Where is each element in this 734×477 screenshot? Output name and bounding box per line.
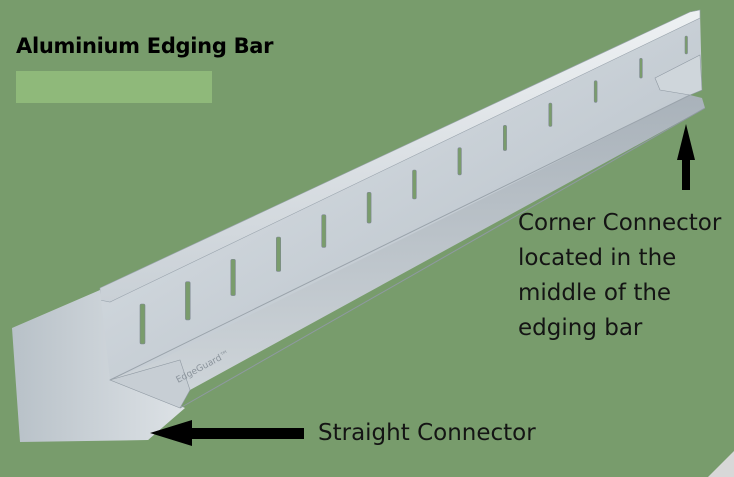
bar-slots (139, 35, 688, 345)
bar-slot (639, 57, 643, 79)
bar-slot (230, 258, 236, 296)
title-color-bar (16, 71, 212, 103)
bar-slot (502, 125, 507, 151)
corner-connector-label-line: edging bar (518, 315, 643, 341)
page-corner-fold (708, 451, 734, 477)
bar-slot (275, 236, 281, 272)
corner-connector-plate (654, 54, 703, 96)
bar-floor (20, 95, 705, 440)
bar-slot (366, 192, 372, 224)
corner-connector-label-line: located in the (518, 245, 677, 271)
straight-connector-plate (109, 359, 191, 409)
page-title: Aluminium Edging Bar (16, 34, 274, 58)
corner-connector-label-line: Corner Connector (518, 210, 722, 236)
bar-slot (321, 214, 327, 248)
arrow-left-icon (150, 420, 304, 446)
bar-slot (139, 303, 146, 345)
bar-slot (684, 35, 688, 55)
bar-slot (412, 169, 417, 200)
arrow-up-icon (677, 124, 695, 190)
bar-slot (185, 281, 191, 321)
bar-slot (457, 147, 462, 176)
corner-connector-label-line: middle of the (518, 280, 672, 306)
bar-end-flange (12, 290, 185, 442)
bar-slot (593, 80, 598, 103)
straight-connector-label: Straight Connector (318, 420, 536, 446)
bar-slot (548, 102, 553, 127)
corner-connector-label: Corner Connector located in the middle o… (518, 206, 730, 346)
